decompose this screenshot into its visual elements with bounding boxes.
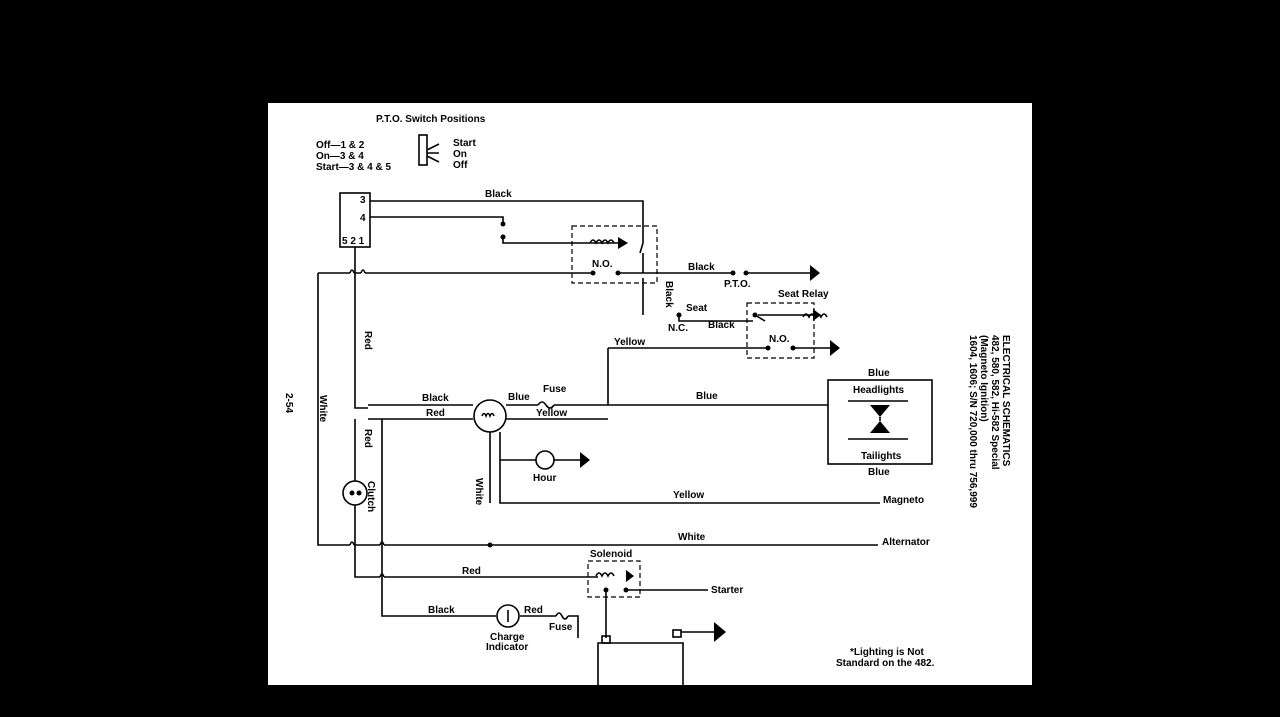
note-line1: *Lighting is Not: [850, 647, 925, 658]
label-solenoid: Solenoid: [590, 549, 632, 560]
label-charge1: Charge: [490, 632, 525, 643]
label-yellow-key: Yellow: [536, 408, 567, 419]
side-title-line4: 1604, 1606; S/N 720,000 thru 756,999: [967, 335, 978, 508]
schematic-sheet: P.T.O. Switch Positions Off—1 & 2 On—3 &…: [268, 103, 1032, 685]
pto-label-off: Off: [453, 160, 468, 171]
label-red-key: Red: [426, 408, 445, 419]
label-blue-lights: Blue: [696, 391, 718, 402]
taillight-icon: [870, 421, 890, 433]
label-blue-head: Blue: [868, 368, 890, 379]
charge-indicator-icon: [496, 604, 520, 628]
label-alternator: Alternator: [882, 537, 930, 548]
pto-arrow-icon: [810, 265, 820, 281]
headlight-icon: [870, 405, 890, 417]
label-white-alt: White: [678, 532, 706, 543]
terminal-5-2-1: 5 2 1: [342, 236, 365, 247]
label-yellow-magneto: Yellow: [673, 490, 704, 501]
pto-label-start: Start: [453, 138, 476, 149]
label-black-top: Black: [485, 189, 512, 200]
pto-lever-icon: [426, 143, 440, 163]
label-black-pto: Black: [688, 262, 715, 273]
label-black-seat: Black: [708, 320, 735, 331]
label-fuse2: Fuse: [549, 622, 573, 633]
label-seat: Seat: [686, 303, 708, 314]
battery-icon: [597, 642, 684, 685]
label-magneto: Magneto: [883, 495, 924, 506]
label-red-vertical1: Red: [362, 331, 373, 350]
label-hour: Hour: [533, 473, 556, 484]
label-headlights: Headlights: [853, 385, 905, 396]
white-alternator-wire: [317, 273, 878, 546]
wiring-diagram: P.T.O. Switch Positions Off—1 & 2 On—3 &…: [283, 114, 1011, 685]
clutch-icon: [342, 480, 368, 506]
label-black-vertical: Black: [663, 281, 674, 308]
pto-relay-box: [571, 225, 658, 284]
fuse-icon: [537, 401, 555, 409]
label-clutch: Clutch: [365, 481, 376, 512]
relay-arrow-icon: [618, 237, 628, 249]
solenoid-box: [587, 560, 641, 598]
label-white-left: White: [317, 395, 328, 423]
label-red-vertical2: Red: [362, 429, 373, 448]
label-seat-relay: Seat Relay: [778, 289, 829, 300]
label-black-key: Black: [422, 393, 449, 404]
label-blue-tail: Blue: [868, 467, 890, 478]
label-blue-key: Blue: [508, 392, 530, 403]
pto-pos-start: Start—3 & 4 & 5: [316, 162, 391, 173]
page-number: 2-54: [283, 393, 294, 413]
side-title-line2: 482, 580, 582, Hi-582 Special: [989, 335, 1000, 470]
hour-meter-icon: [535, 450, 555, 470]
pto-title: P.T.O. Switch Positions: [376, 114, 486, 125]
black-top-wire: [370, 200, 644, 254]
pto-switch-icon: [418, 134, 428, 166]
label-white-key: White: [473, 478, 484, 506]
terminal-4: 4: [360, 213, 366, 224]
note-line2: Standard on the 482.: [836, 658, 935, 669]
label-fuse1: Fuse: [543, 384, 567, 395]
label-charge2: Indicator: [486, 642, 528, 653]
side-title: ELECTRICAL SCHEMATICS 482, 580, 582, Hi-…: [967, 335, 1011, 508]
label-no2: N.O.: [769, 334, 790, 345]
magneto-wire: [499, 460, 880, 504]
lights-box: [827, 379, 933, 465]
seat-relay-box: [746, 302, 815, 359]
pto-pos-off: Off—1 & 2: [316, 140, 365, 151]
label-no1: N.O.: [592, 259, 613, 270]
label-red-solenoid: Red: [462, 566, 481, 577]
pto-label-on: On: [453, 149, 467, 160]
pto-pos-on: On—3 & 4: [316, 151, 364, 162]
terminal4-wire: [370, 216, 504, 224]
fuse2-icon: [555, 612, 569, 620]
label-pto-out: P.T.O.: [724, 279, 751, 290]
label-starter: Starter: [711, 585, 743, 596]
ground-arrow-icon: [714, 622, 726, 642]
label-red-charge: Red: [524, 605, 543, 616]
seat-arrow-icon: [830, 340, 840, 356]
label-taillights: Tailights: [861, 451, 902, 462]
terminal-3: 3: [360, 195, 366, 206]
label-nc: N.C.: [668, 323, 688, 334]
red-wire-1: [354, 247, 368, 409]
label-yellow-seat: Yellow: [614, 337, 645, 348]
label-black-charge: Black: [428, 605, 455, 616]
side-title-line3: (Magneto Ignition): [978, 335, 989, 422]
side-title-line1: ELECTRICAL SCHEMATICS: [1000, 335, 1011, 467]
